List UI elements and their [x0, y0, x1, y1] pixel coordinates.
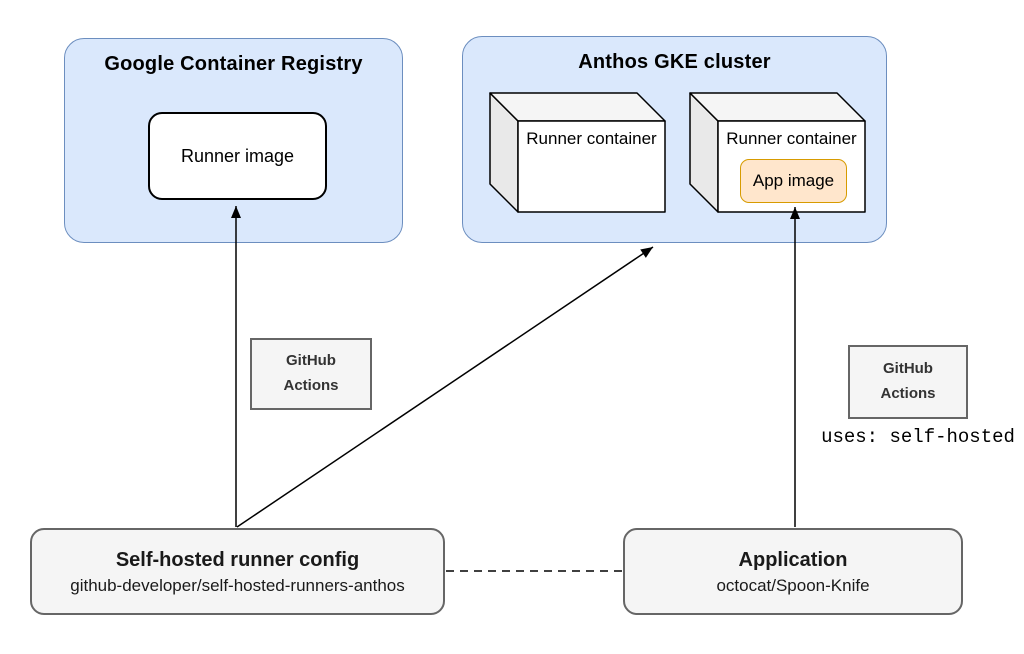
config-repo-subtitle: github-developer/self-hosted-runners-ant… — [70, 575, 405, 595]
runner-image-label: Runner image — [180, 145, 295, 166]
gcr-title: Google Container Registry — [104, 53, 363, 75]
application-node: Application octocat/Spoon-Knife — [623, 528, 963, 615]
app-image-node: App image — [740, 159, 847, 203]
uses-self-hosted-text: uses: self-hosted — [821, 426, 1015, 448]
runner-container-label-2: Runner container — [726, 129, 857, 148]
runner-container-label-1: Runner container — [526, 129, 657, 148]
runner-image-node: Runner image — [148, 112, 327, 200]
github-actions-badge-left: GitHub Actions — [250, 338, 372, 410]
gke-title: Anthos GKE cluster — [578, 51, 771, 73]
application-subtitle: octocat/Spoon-Knife — [716, 575, 870, 595]
github-actions-badge-right: GitHub Actions — [848, 345, 968, 419]
config-repo-title: Self-hosted runner config — [115, 548, 360, 571]
app-image-label: App image — [752, 171, 835, 190]
config-repo-node: Self-hosted runner config github-develop… — [30, 528, 445, 615]
application-title: Application — [738, 548, 848, 571]
